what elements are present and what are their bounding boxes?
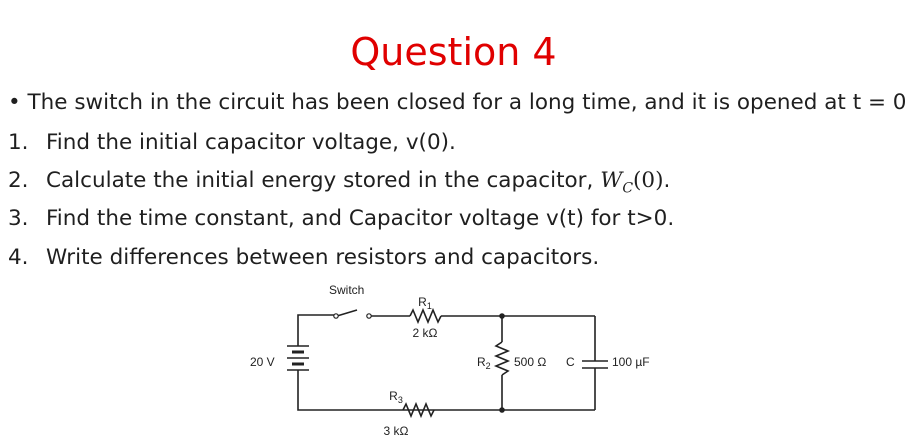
list-number: 1. — [8, 130, 29, 155]
list-item-4: 4. Write differences between resistors an… — [8, 245, 599, 270]
list-text: Write differences between resistors and … — [46, 245, 600, 270]
switch-contact — [333, 313, 339, 319]
node-dot — [499, 407, 505, 413]
cap-label: C — [566, 355, 575, 369]
wire-left-top — [297, 314, 335, 340]
r1-label: R1 — [418, 295, 432, 311]
switch-label: Switch — [329, 283, 364, 297]
source-label: 20 V — [250, 355, 275, 369]
r3-resistor — [402, 401, 435, 419]
bullet-dot: • — [8, 90, 28, 115]
list-item-2: 2. Calculate the initial energy stored in… — [8, 168, 670, 196]
wire-bottom-left — [297, 376, 376, 411]
node-dot — [499, 313, 505, 319]
energy-symbol: WC(0) — [600, 168, 664, 197]
r1-resistor — [409, 307, 442, 325]
bullet-text: The switch in the circuit has been close… — [27, 90, 907, 115]
r1-value: 2 kΩ — [413, 326, 438, 340]
r3-value: 3 kΩ — [384, 424, 409, 438]
list-item-1: 1. Find the initial capacitor voltage, v(… — [8, 130, 456, 155]
bullet-line: • The switch in the circuit has been clo… — [8, 90, 907, 115]
r2-label: R2 — [477, 355, 491, 371]
list-item-3: 3. Find the time constant, and Capacitor … — [8, 206, 674, 231]
cap-value: 100 µF — [612, 355, 650, 369]
list-text: Find the time constant, and Capacitor vo… — [46, 206, 675, 231]
list-number: 4. — [8, 245, 29, 270]
list-number: 3. — [8, 206, 29, 231]
list-text: Calculate the initial energy stored in t… — [46, 168, 601, 193]
slide-title: Question 4 — [350, 30, 557, 74]
list-tail: . — [663, 168, 671, 193]
r2-resistor — [493, 341, 511, 376]
switch-contact — [366, 313, 372, 319]
switch-blade — [336, 309, 358, 317]
list-text: Find the initial capacitor voltage, v(0)… — [46, 130, 456, 155]
r2-value: 500 Ω — [514, 355, 546, 369]
list-number: 2. — [8, 168, 29, 193]
r3-label: R3 — [389, 389, 403, 405]
circuit-diagram: Switch R1 2 kΩ 20 V R2 500 Ω C 100 µF R3… — [250, 283, 650, 438]
